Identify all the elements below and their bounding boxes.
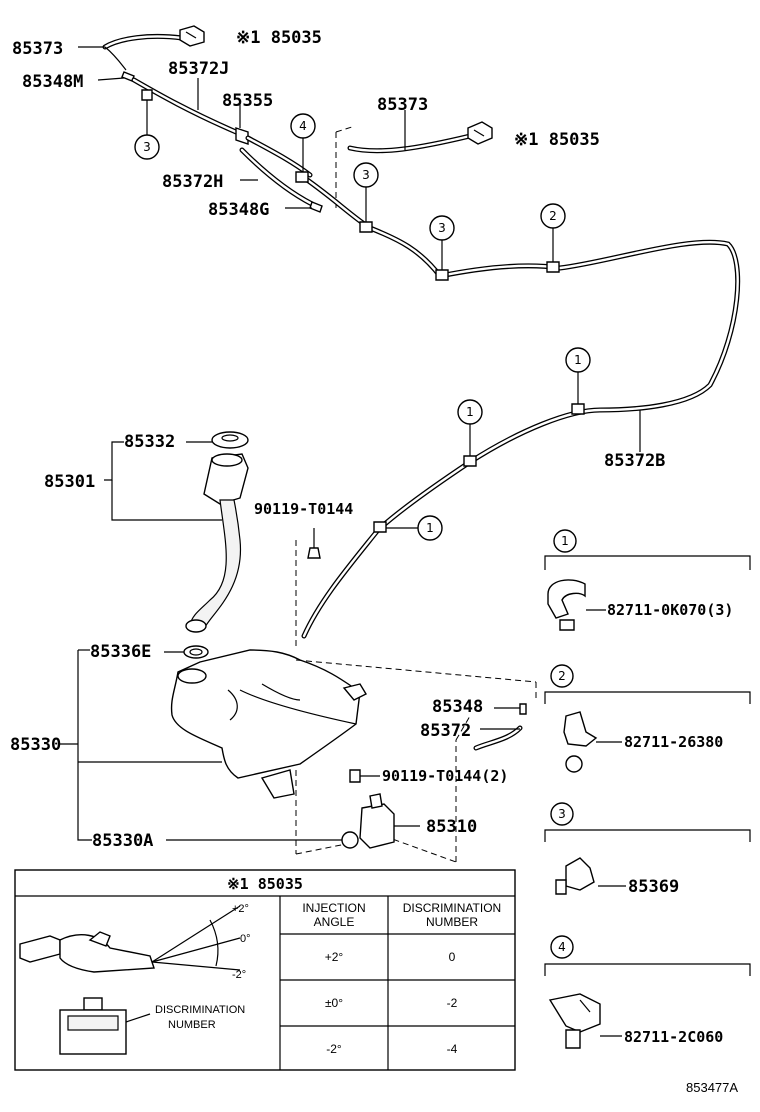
label-85348: 85348 [432,697,483,717]
table-header-discrimination-1: DISCRIMINATION [403,901,501,915]
angle-zero-label: 0° [240,933,251,945]
nozzle-angle-icon [19,905,241,973]
table-header-injection-2: ANGLE [314,915,355,929]
label-85372J: 85372J [168,59,229,79]
label-85355: 85355 [222,91,273,111]
label-85372B: 85372B [604,451,665,471]
angle-plus-label: +2° [232,903,249,915]
nozzle-85035-top-icon [179,25,205,47]
nozzle-85035-mid-icon [467,121,493,145]
callout-3-c: 3 [438,221,446,235]
detail-1-num: 1 [561,534,569,548]
clip-85369-icon [555,857,595,895]
label-85336E: 85336E [90,642,151,662]
label-90119-top: 90119-T0144 [254,500,353,518]
label-85035-top: ※1 85035 [236,28,322,48]
detail-3-num: 3 [558,807,566,821]
clip-82711-26380-icon [563,711,598,773]
label-85373-top: 85373 [12,39,63,59]
discrimination-label-1: DISCRIMINATION [155,1004,245,1016]
diagram-code: 853477A [686,1080,738,1095]
tank-group [60,431,537,863]
label-85310: 85310 [426,817,477,837]
callout-4: 4 [299,119,307,133]
discrimination-label-2: NUMBER [168,1019,216,1031]
part-labels: 85373 ※1 85035 85348M 85372J 85355 85373… [10,28,665,851]
callout-1-c: 1 [426,521,434,535]
upper-hose-group [78,25,741,639]
table-header-injection-1: INJECTION [302,901,365,915]
detail-2-part: 82711-26380 [624,733,723,751]
table-title: ※1 85035 [227,875,303,893]
injection-angle-table: ※1 85035 INJECTION ANGLE DISCRIMINATION … [14,869,516,1071]
callout-1-b: 1 [466,405,474,419]
clip-82711-2C060-icon [548,993,601,1049]
angle-minus-label: -2° [232,969,246,981]
detail-4-part: 82711-2C060 [624,1028,723,1046]
clip-82711-0K070-icon [547,579,586,631]
label-85373-mid: 85373 [377,95,428,115]
label-85035-mid: ※1 85035 [514,130,600,150]
label-85330A: 85330A [92,831,153,851]
callout-1-a: 1 [574,353,582,367]
detail-3-part: 85369 [628,877,679,897]
label-85348G: 85348G [208,200,269,220]
detail-1-part: 82711-0K070(3) [607,601,733,619]
callout-3-b: 3 [362,168,370,182]
discrimination-plate-icon [59,997,151,1055]
table-row-3-angle: -2° [326,1042,342,1056]
table-row-2-angle: ±0° [325,996,343,1010]
detail-4-num: 4 [558,940,566,954]
label-85330: 85330 [10,735,61,755]
label-85348M: 85348M [22,72,83,92]
label-85301: 85301 [44,472,95,492]
callout-2-a: 2 [549,209,557,223]
callout-circles: 3 4 3 3 2 1 1 1 [134,113,591,541]
label-85372H: 85372H [162,172,223,192]
table-row-2-number: -2 [447,996,458,1010]
detail-2-num: 2 [558,669,566,683]
label-85372: 85372 [420,721,471,741]
callout-3-a: 3 [143,140,151,154]
label-85332: 85332 [124,432,175,452]
table-row-3-number: -4 [447,1042,458,1056]
table-header-discrimination-2: NUMBER [426,915,478,929]
clip-details: 1 82711-0K070(3) 2 82711-26380 3 85369 4 [544,529,751,1049]
label-90119-bottom: 90119-T0144(2) [382,767,508,785]
table-row-1-number: 0 [449,950,456,964]
table-row-1-angle: +2° [325,950,344,964]
